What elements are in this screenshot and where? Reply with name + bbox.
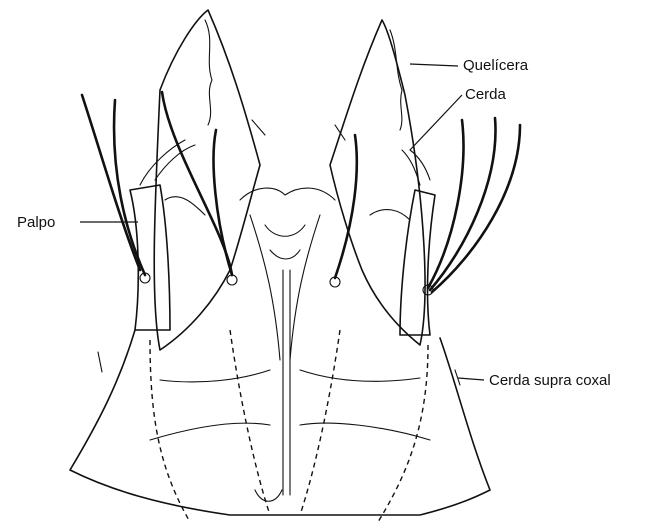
setae <box>82 92 520 292</box>
hypostome <box>240 188 335 495</box>
quelicera-leader <box>410 64 458 66</box>
cerda-leader <box>410 95 462 150</box>
label-cerda: Cerda <box>465 86 507 103</box>
label-quelicera: Quelícera <box>463 57 529 74</box>
cerda-supra-coxal-leader <box>458 378 484 380</box>
right-chelicera <box>330 20 425 345</box>
label-cerda-supra-coxal: Cerda supra coxal <box>489 372 611 389</box>
label-palpo: Palpo <box>17 214 55 231</box>
left-chelicera <box>154 10 265 350</box>
